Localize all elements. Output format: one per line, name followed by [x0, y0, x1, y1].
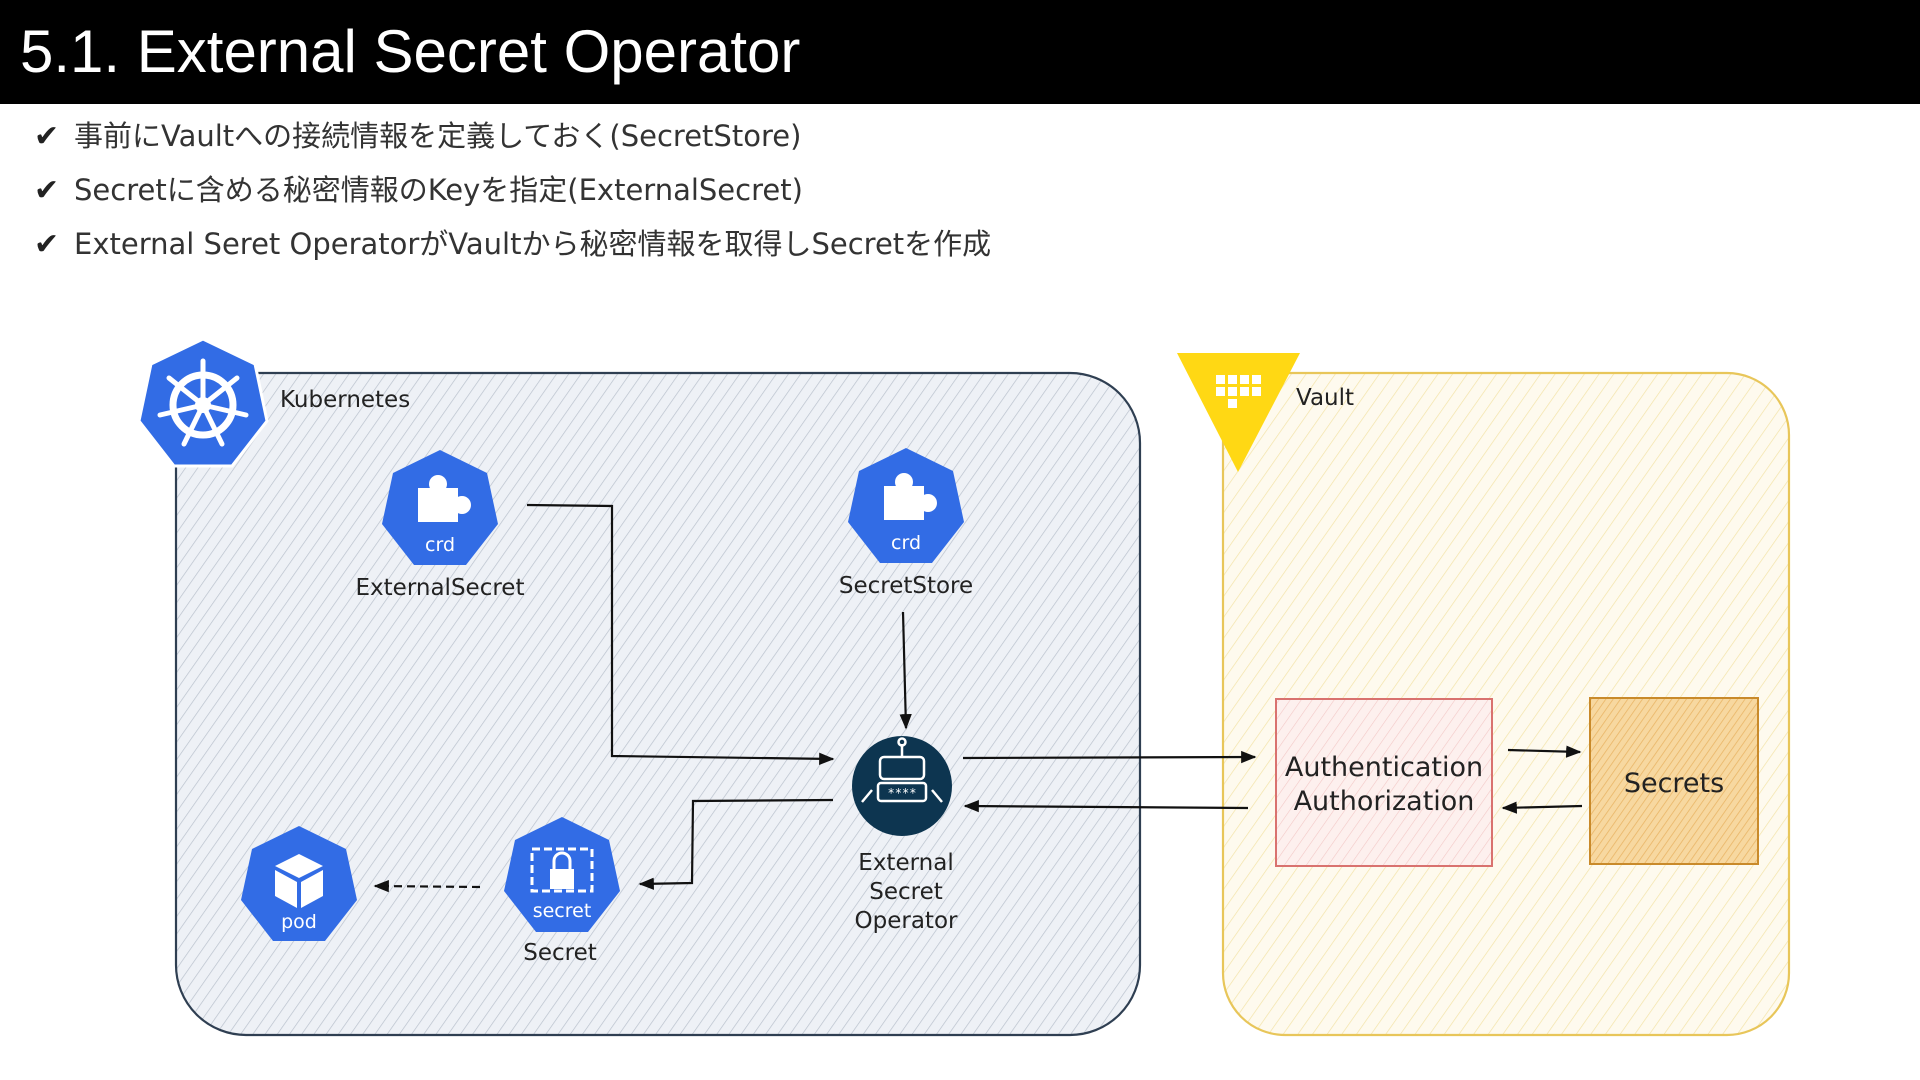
operator-node: **** External Secret Operator	[852, 736, 958, 934]
external-secret-node: crd ExternalSecret	[356, 450, 525, 601]
bullet-text: External Seret OperatorがVaultから秘密情報を取得しS…	[74, 227, 992, 261]
arrow-secrets-to-auth	[1501, 801, 1583, 814]
external-secret-label: ExternalSecret	[356, 575, 525, 601]
secret-store-label: SecretStore	[839, 573, 973, 599]
operator-label-line1: External	[858, 850, 953, 876]
secret-badge: secret	[533, 900, 592, 922]
secret-node: secret Secret	[504, 817, 620, 966]
operator-screen-text: ****	[888, 786, 917, 800]
cube-icon	[275, 854, 323, 908]
puzzle-icon	[418, 475, 471, 522]
secret-store-node: crd SecretStore	[839, 448, 973, 599]
crd-badge: crd	[425, 534, 455, 556]
page-title: 5.1. External Secret Operator	[20, 18, 801, 85]
check-icon: ✔	[34, 173, 60, 208]
operator-label-line2: Secret	[869, 879, 943, 905]
bullet-item: ✔ 事前にVaultへの接続情報を定義しておく(SecretStore)	[34, 114, 991, 168]
kubernetes-label: Kubernetes	[280, 387, 410, 413]
robot-icon	[861, 737, 943, 803]
kubernetes-logo-icon	[137, 337, 269, 468]
lock-icon	[530, 847, 594, 893]
arrow-operator-to-auth	[962, 750, 1257, 764]
bullet-item: ✔ External Seret OperatorがVaultから秘密情報を取得し…	[34, 222, 991, 276]
title-bar: 5.1. External Secret Operator	[0, 0, 1920, 104]
bullet-text: 事前にVaultへの接続情報を定義しておく(SecretStore)	[74, 119, 802, 153]
vault-region: Vault	[1177, 353, 1791, 1037]
secret-label: Secret	[523, 940, 597, 966]
secrets-box: Secrets	[1589, 697, 1759, 865]
puzzle-icon	[884, 473, 937, 520]
vault-logo-icon	[1177, 353, 1300, 472]
bullet-item: ✔ Secretに含める秘密情報のKeyを指定(ExternalSecret)	[34, 168, 991, 222]
bullet-list: ✔ 事前にVaultへの接続情報を定義しておく(SecretStore) ✔ Sec…	[34, 114, 991, 276]
arrow-secretstore-to-operator	[899, 611, 912, 730]
secrets-label: Secrets	[1624, 768, 1724, 799]
check-icon: ✔	[34, 119, 60, 154]
crd-badge: crd	[891, 532, 921, 554]
auth-box: Authentication Authorization	[1275, 698, 1493, 867]
arrow-auth-to-secrets	[1507, 745, 1582, 758]
pod-node: pod	[241, 826, 357, 941]
check-icon: ✔	[34, 227, 60, 262]
auth-label-line2: Authorization	[1294, 786, 1475, 817]
operator-label-line3: Operator	[855, 908, 958, 934]
vault-label: Vault	[1296, 385, 1354, 411]
arrow-operator-to-secret	[638, 798, 834, 890]
arrows	[373, 503, 1583, 893]
pod-badge: pod	[281, 911, 317, 933]
arrow-auth-to-operator	[963, 799, 1249, 813]
arrow-externalsecret-to-operator	[526, 503, 835, 765]
auth-label-line1: Authentication	[1285, 752, 1483, 783]
bullet-text: Secretに含める秘密情報のKeyを指定(ExternalSecret)	[74, 173, 803, 207]
arrow-secret-to-pod	[373, 879, 481, 893]
